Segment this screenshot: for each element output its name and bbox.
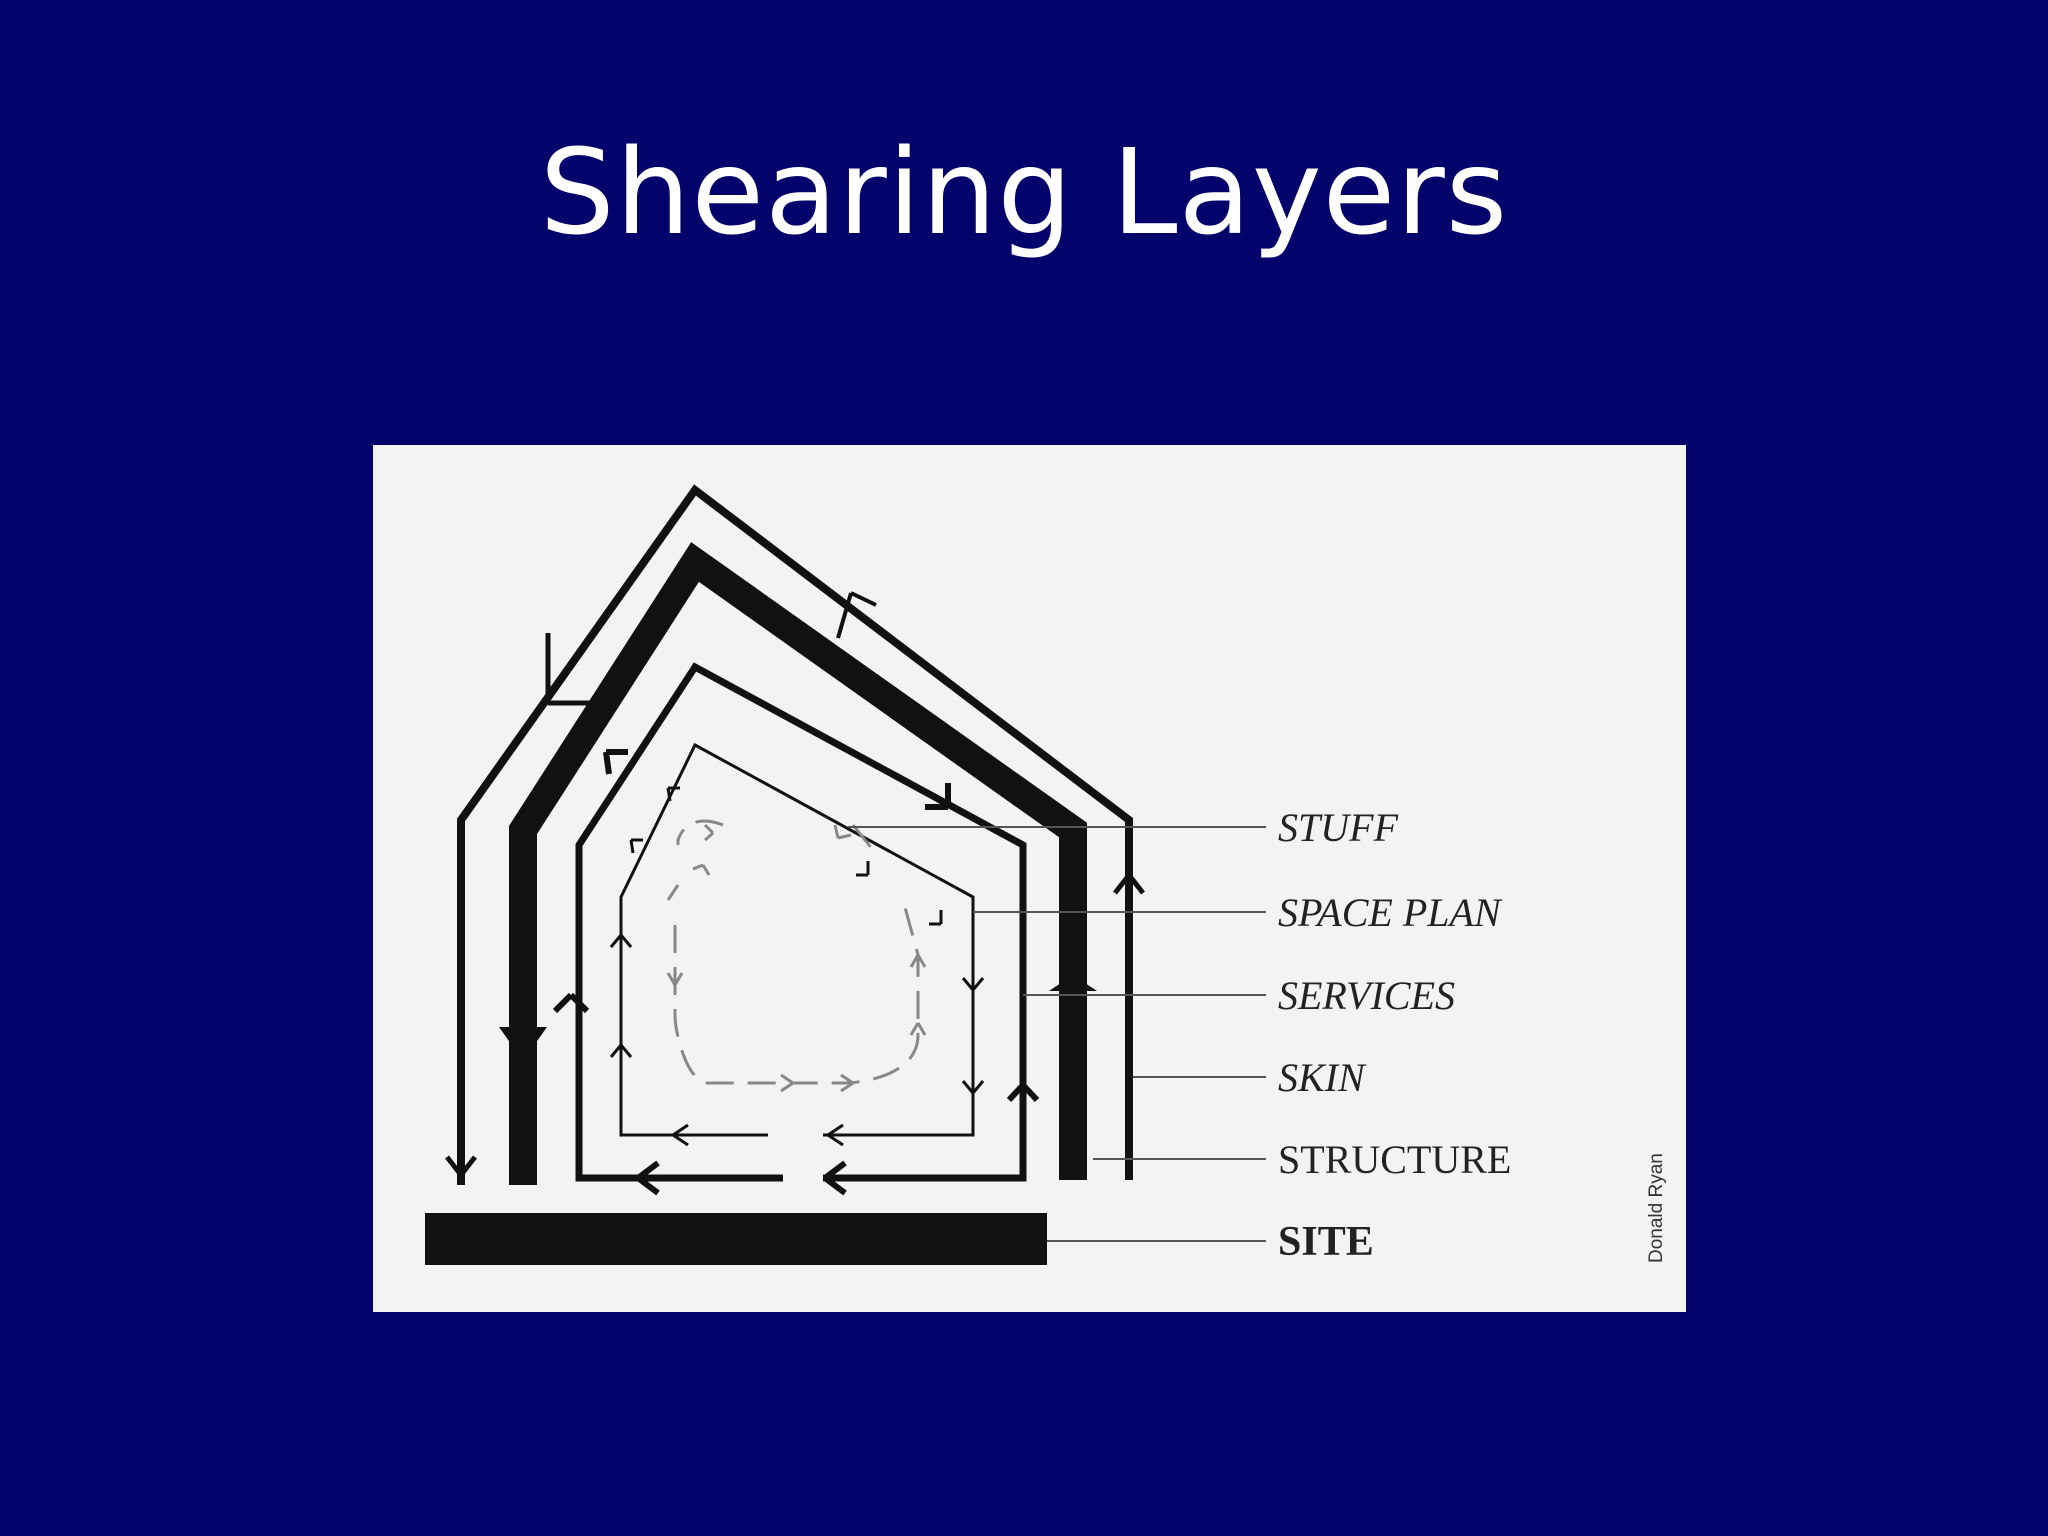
label-site: SITE: [1278, 1219, 1374, 1265]
space-plan-layer-arrows: [609, 786, 985, 1147]
stuff-layer-outline: [666, 819, 920, 1085]
services-layer-outline: [575, 662, 1027, 1182]
services-layer-arrows: [552, 749, 1040, 1196]
label-services: SERVICES: [1278, 973, 1455, 1018]
shearing-layers-diagram: STUFF SPACE PLAN SERVICES SKIN STRUCTURE…: [373, 445, 1686, 1312]
diagram-canvas: STUFF SPACE PLAN SERVICES SKIN STRUCTURE…: [425, 484, 1667, 1265]
slide-title: Shearing Layers: [539, 123, 1509, 261]
label-structure: STRUCTURE: [1278, 1137, 1511, 1182]
leader-lines: [848, 826, 1266, 1242]
label-stuff: STUFF: [1278, 805, 1399, 850]
label-space-plan: SPACE PLAN: [1278, 890, 1503, 935]
label-skin: SKIN: [1278, 1055, 1367, 1100]
structure-layer-outline: [509, 542, 1087, 1185]
stuff-layer-arrows: [666, 823, 927, 1093]
space-plan-layer-outline: [619, 742, 975, 1137]
skin-layer-outline: [457, 484, 1133, 1185]
structure-layer-arrows: [499, 975, 1097, 1061]
skin-layer-arrows: [445, 591, 1145, 1177]
site-layer-bar: [425, 1213, 1047, 1265]
illustrator-credit: Donald Ryan: [1646, 1153, 1667, 1263]
